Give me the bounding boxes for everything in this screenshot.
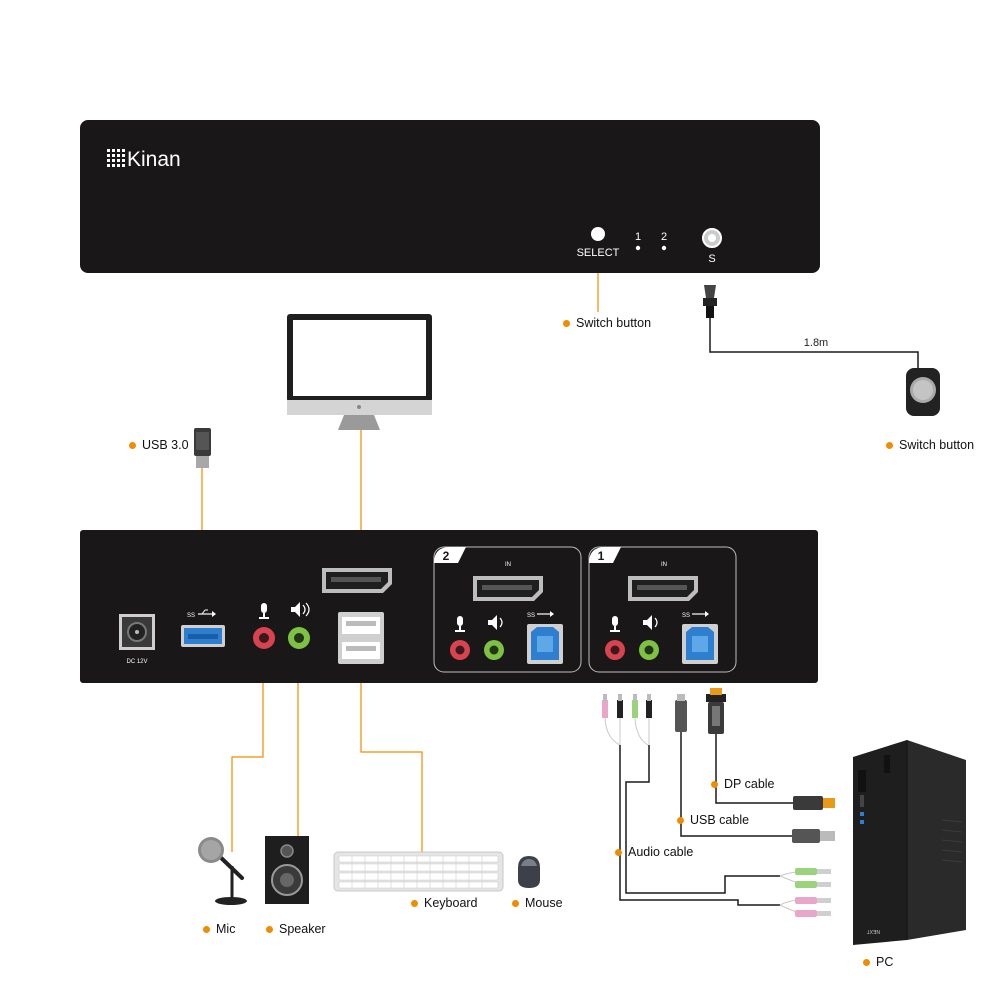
switch-button-remote-label: Switch button <box>886 438 974 452</box>
callout-dot <box>886 441 893 449</box>
callout-dot <box>203 925 210 933</box>
dc-label: DC 12V <box>126 659 147 665</box>
port-group-1: 1 IN SS <box>588 546 737 673</box>
usb-symbol-icon <box>198 609 216 617</box>
port-group-1-label: 1 <box>598 549 605 563</box>
speaker-label: Speaker <box>266 922 326 936</box>
kvm-rear-panel: DC 12V SS <box>80 530 818 683</box>
usb-flash-drive-icon <box>194 428 211 468</box>
led-1-indicator <box>635 245 641 251</box>
ss-label: SS <box>682 613 690 619</box>
usb30-port[interactable] <box>181 625 225 647</box>
keyboard-icon <box>333 851 504 892</box>
callout-dot <box>615 848 622 856</box>
mouse-label: Mouse <box>512 896 563 910</box>
pc-brand-label: NEXT <box>867 928 880 934</box>
dp-in-1-port[interactable] <box>628 576 698 601</box>
led-1-label: 1 <box>635 231 641 243</box>
monitor-icon <box>287 314 432 430</box>
usb-b-port-2[interactable] <box>527 624 563 664</box>
kinan-logo-icon: Kinan <box>107 148 181 171</box>
callout-dot <box>411 899 418 907</box>
port-group-2: 2 IN SS <box>433 546 582 673</box>
mic-label: Mic <box>203 922 235 936</box>
usb-cable-label: USB cable <box>677 813 749 827</box>
remote-switch-button[interactable] <box>906 368 940 416</box>
led-2-label: 2 <box>661 231 667 243</box>
speaker-jack-1[interactable] <box>639 640 659 660</box>
keyboard-label: Keyboard <box>411 896 478 910</box>
usb-symbol-icon <box>692 611 709 617</box>
mic-jack-2[interactable] <box>450 640 470 660</box>
dp-in-2-port[interactable] <box>473 576 543 601</box>
pc-tower-icon: NEXT <box>853 740 966 945</box>
peripheral-leader-lines <box>231 683 423 852</box>
pc-cables <box>602 688 835 917</box>
callout-dot <box>266 925 273 933</box>
port-group-2-label: 2 <box>443 549 450 563</box>
select-button[interactable] <box>591 227 605 241</box>
kvm-front-panel: Kinan SELECT 1 2 S <box>80 120 820 273</box>
cable-length-label: 1.8m <box>804 337 828 349</box>
dp-cable-label: DP cable <box>711 777 775 791</box>
callout-dot <box>863 958 870 966</box>
callout-dot <box>677 816 684 824</box>
dp-in-2-label: IN <box>505 562 511 568</box>
dp-in-1-label: IN <box>661 562 667 568</box>
usb30-label: USB 3.0 <box>129 438 189 452</box>
mic-icon <box>455 616 465 632</box>
pc-label: PC <box>863 955 893 969</box>
led-2-indicator <box>661 245 667 251</box>
callout-dot <box>711 780 718 788</box>
select-label: SELECT <box>577 247 620 259</box>
remote-jack-label: S <box>708 253 715 265</box>
mouse-icon <box>518 856 540 888</box>
speaker-jack[interactable] <box>288 627 310 649</box>
mic-icon <box>259 603 269 619</box>
ss-label: SS <box>527 613 535 619</box>
usb-keyboard-mouse-ports[interactable] <box>338 612 384 664</box>
usb-b-port-1[interactable] <box>682 624 718 664</box>
usb-symbol-icon <box>537 611 554 617</box>
speaker-icon <box>488 615 503 630</box>
speaker-icon <box>291 602 310 617</box>
remote-switch-cable: 1.8m <box>703 285 919 375</box>
dc-power-jack[interactable] <box>119 614 155 650</box>
microphone-icon <box>198 837 247 905</box>
callout-dot <box>512 899 519 907</box>
callout-dot <box>129 441 136 449</box>
brand-name: Kinan <box>127 148 181 171</box>
speaker-cabinet-icon <box>265 836 309 904</box>
dp-out-port[interactable] <box>322 568 392 593</box>
audio-cable-label: Audio cable <box>615 845 693 859</box>
mic-icon <box>610 616 620 632</box>
speaker-jack-2[interactable] <box>484 640 504 660</box>
mic-jack[interactable] <box>253 627 275 649</box>
callout-dot <box>563 319 570 327</box>
ss-label: SS <box>187 613 195 619</box>
switch-button-front-label: Switch button <box>563 316 651 330</box>
speaker-icon <box>643 615 658 630</box>
mic-jack-1[interactable] <box>605 640 625 660</box>
